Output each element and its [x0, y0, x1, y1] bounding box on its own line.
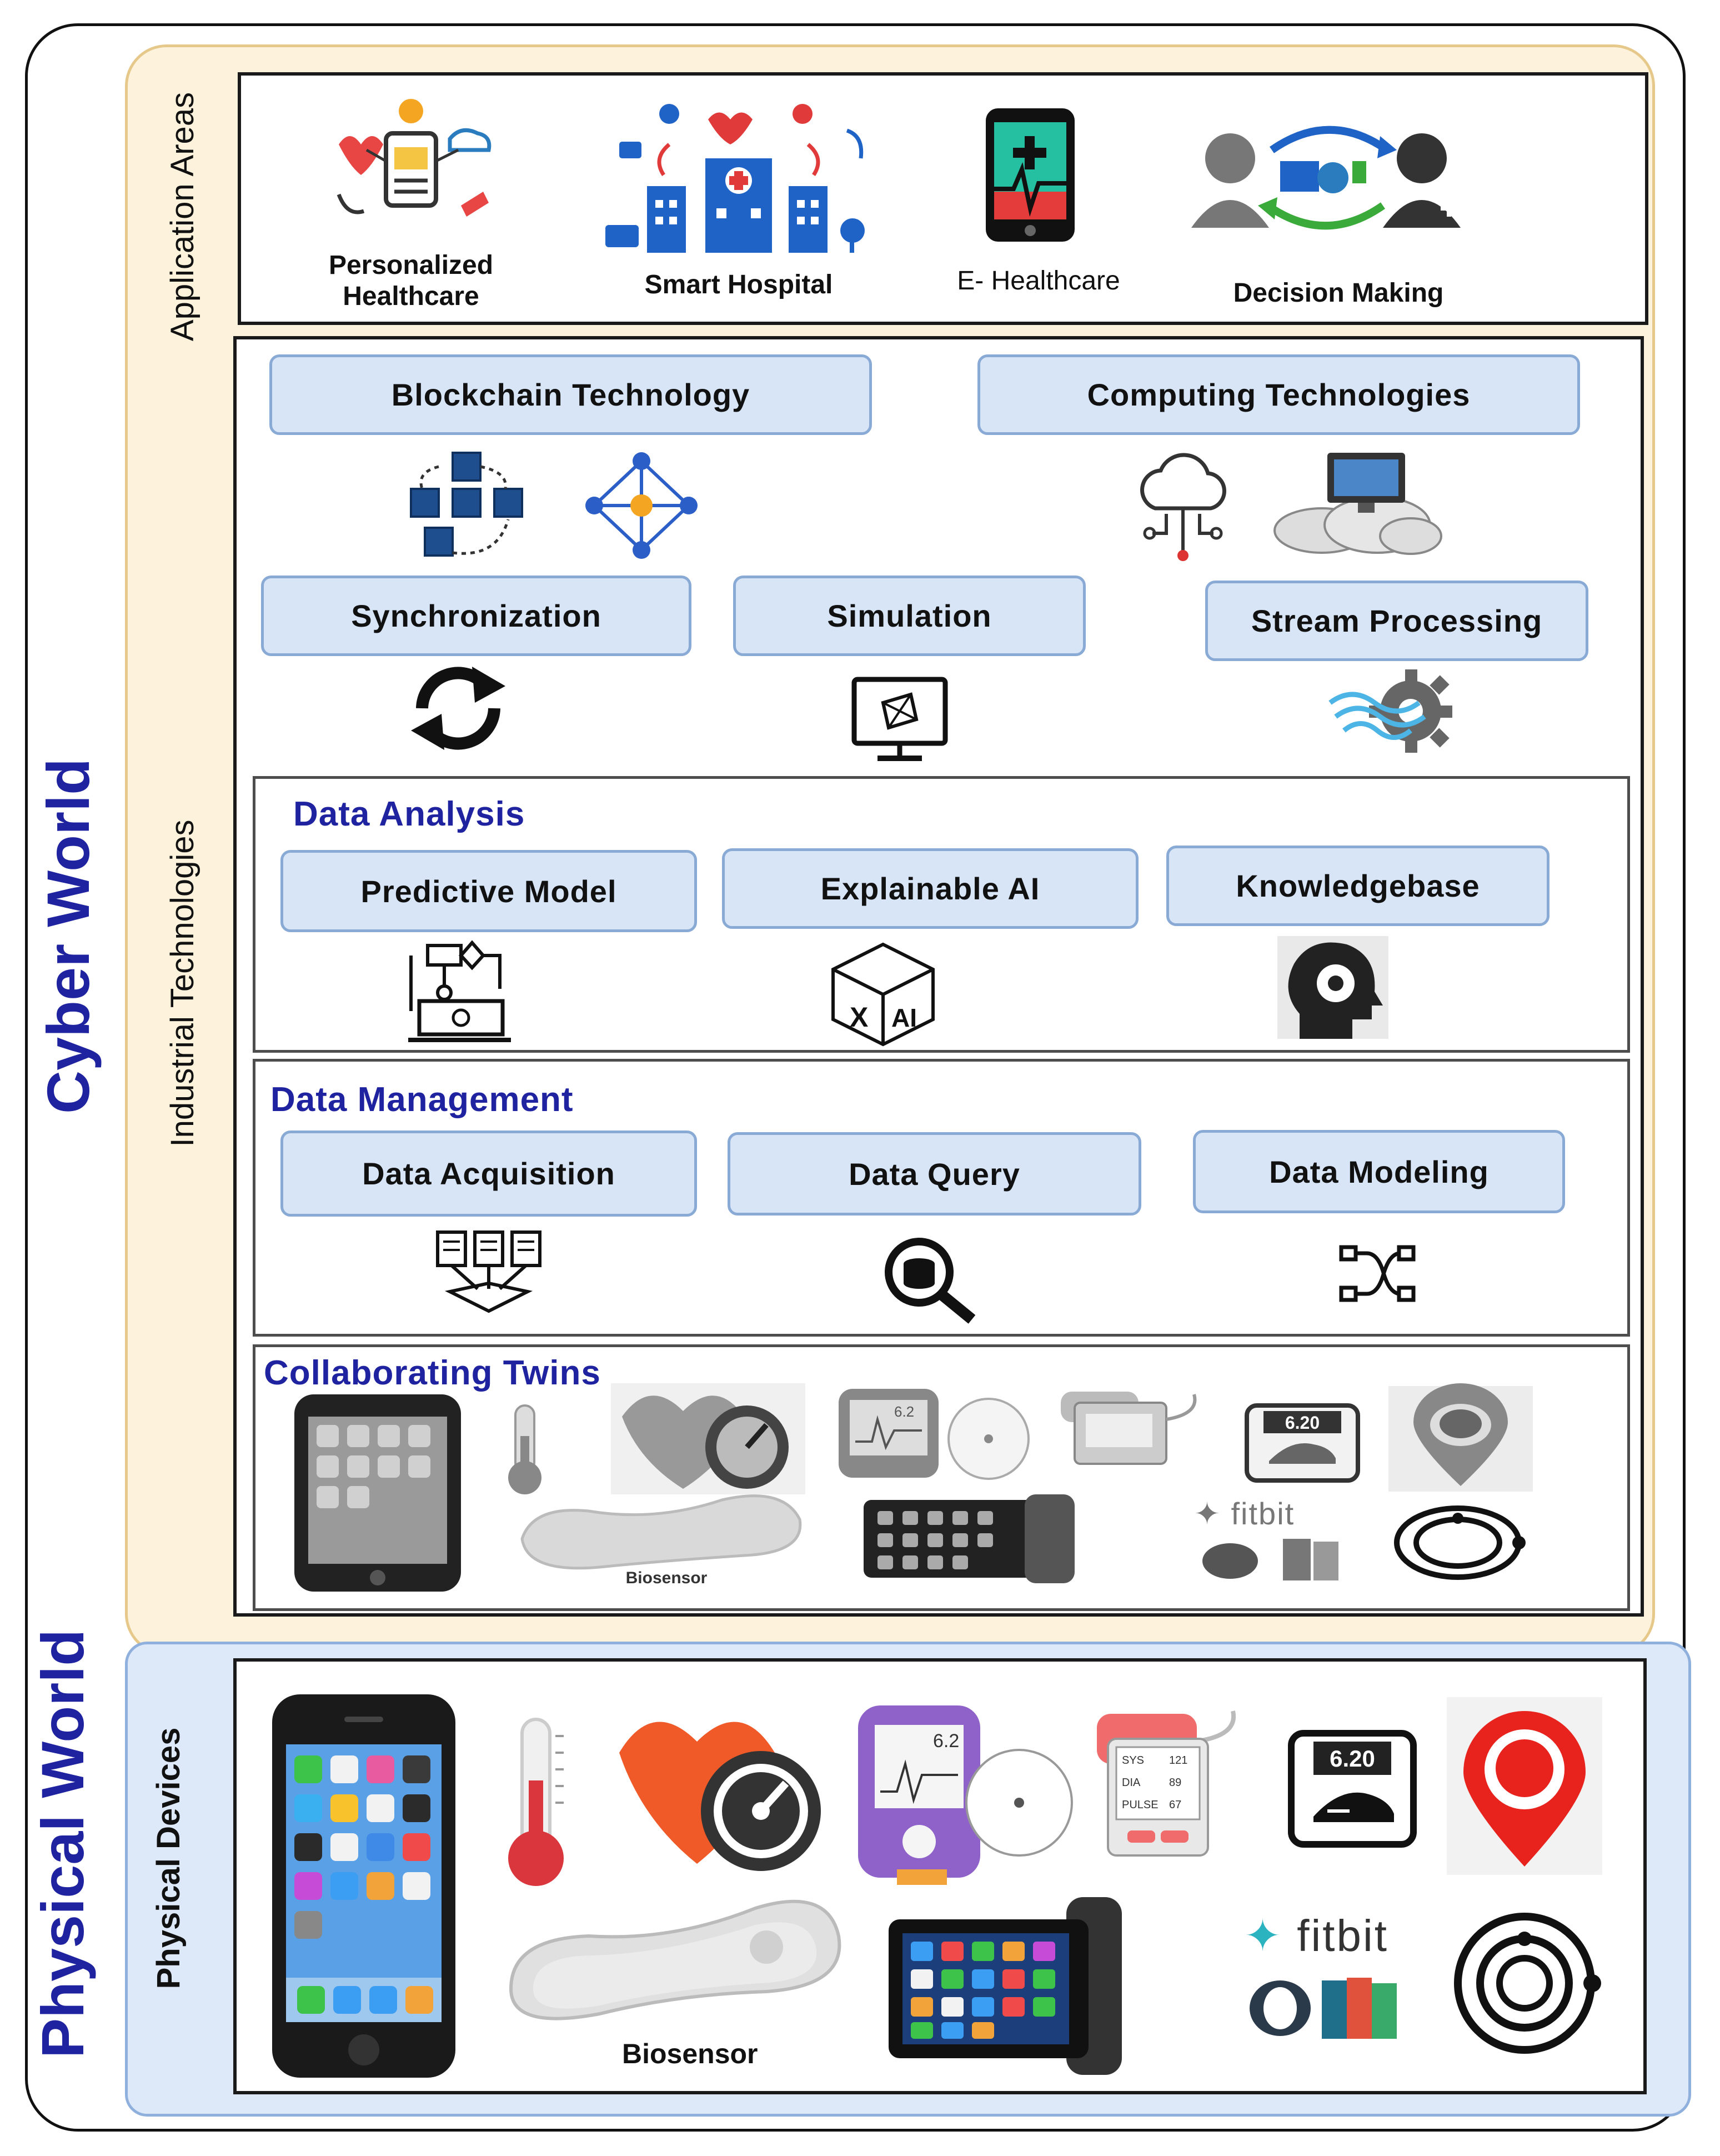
application-areas-box	[238, 72, 1648, 325]
step-counter-icon: 6.20	[1288, 1730, 1417, 1848]
mobile-health-icon	[986, 108, 1075, 242]
predictive-model-icon	[408, 940, 511, 1042]
twin-step-counter-icon: 6.20	[1245, 1403, 1360, 1483]
twin-fitbit-logo: ✦ fitbit	[1194, 1496, 1295, 1531]
twin-heart-rate-icon	[611, 1383, 805, 1494]
knowledgebase-head-icon	[1277, 936, 1388, 1039]
twin-ecg-reading: 6.2	[894, 1403, 914, 1420]
physical-devices-label: Physical Devices	[151, 1727, 187, 1989]
twin-smartwatch-icon	[864, 1494, 1075, 1583]
bp-label-pulse: PULSE	[1122, 1799, 1159, 1811]
personalized-caption-line2: Healthcare	[343, 282, 479, 311]
data-modeling-button[interactable]: Data Modeling	[1193, 1130, 1565, 1213]
biosensor-patch-icon	[509, 1899, 841, 2020]
blood-pressure-monitor-icon: SYS DIA PULSE 121 89 67	[1097, 1710, 1236, 1857]
smart-hospital-icon	[605, 104, 865, 253]
decision-making-icon	[1191, 126, 1461, 230]
e-healthcare-caption: E- Healthcare	[957, 266, 1120, 296]
bp-value-dia: 89	[1169, 1777, 1181, 1789]
bp-value-sys: 121	[1169, 1754, 1187, 1767]
collaborating-twins-title: Collaborating Twins	[264, 1354, 601, 1392]
bp-label-dia: DIA	[1122, 1777, 1141, 1789]
twin-orbit-icon	[1394, 1505, 1526, 1580]
ecg-monitor-icon: 6.2	[858, 1705, 1073, 1885]
cloud-network-icon	[1140, 453, 1226, 561]
orbit-icon	[1454, 1913, 1601, 2054]
step-reading: 6.20	[1330, 1745, 1375, 1772]
ecg-reading: 6.2	[933, 1730, 959, 1752]
twin-ecg-monitor-icon: 6.2	[839, 1389, 1030, 1480]
biosensor-caption: Biosensor	[622, 2038, 758, 2069]
twin-step-reading: 6.20	[1285, 1413, 1320, 1433]
decision-making-caption: Decision Making	[1233, 278, 1444, 308]
data-analysis-title: Data Analysis	[293, 795, 525, 833]
blockchain-cubes-icon	[410, 452, 523, 557]
network-node-icon	[585, 452, 698, 559]
outer-frame	[25, 23, 1686, 2132]
sync-arrows-icon	[411, 667, 505, 750]
synchronization-button[interactable]: Synchronization	[261, 576, 691, 656]
location-pin-icon	[1447, 1697, 1602, 1875]
heart-rate-gauge-icon	[619, 1722, 821, 1871]
data-management-title: Data Management	[270, 1080, 574, 1119]
physical-world-label: Physical World	[29, 1629, 96, 2058]
explainable-ai-cube-icon: X AI	[831, 942, 935, 1047]
stream-processing-button[interactable]: Stream Processing	[1205, 581, 1588, 661]
twin-fitbit-bands-icon	[1202, 1539, 1338, 1580]
cyber-world-label: Cyber World	[34, 758, 102, 1114]
fitbit-dots-icon: ✦	[1244, 1911, 1283, 1960]
twin-biosensor-caption: Biosensor	[626, 1569, 708, 1587]
industrial-technologies-label: Industrial Technologies	[164, 819, 200, 1147]
twin-fitbit-text: fitbit	[1231, 1496, 1295, 1531]
personalized-caption-line1: Personalized	[328, 251, 494, 280]
simulation-button[interactable]: Simulation	[733, 576, 1086, 656]
data-query-search-icon	[885, 1238, 976, 1324]
data-query-button[interactable]: Data Query	[728, 1132, 1141, 1215]
fitbit-logo: ✦ fitbit	[1244, 1910, 1388, 1962]
knowledgebase-button[interactable]: Knowledgebase	[1166, 846, 1549, 926]
twin-smartphone-icon	[294, 1394, 461, 1592]
smartphone-device-icon	[272, 1694, 455, 2078]
fitbit-bands-icon	[1250, 1978, 1397, 2039]
svg-text:AI: AI	[891, 1003, 917, 1032]
twin-location-pin-icon	[1388, 1383, 1533, 1492]
data-modeling-icon	[1339, 1245, 1416, 1302]
fitbit-text: fitbit	[1297, 1911, 1388, 1960]
data-acquisition-button[interactable]: Data Acquisition	[280, 1130, 697, 1217]
smart-hospital-caption: Smart Hospital	[644, 270, 833, 299]
computing-technologies-button[interactable]: Computing Technologies	[977, 354, 1580, 435]
cloud-computer-icon	[1273, 453, 1442, 555]
blockchain-technology-button[interactable]: Blockchain Technology	[269, 354, 872, 435]
smartwatch-device-icon	[889, 1897, 1122, 2075]
bp-label-sys: SYS	[1122, 1754, 1144, 1767]
explainable-ai-button[interactable]: Explainable AI	[722, 848, 1139, 929]
personalized-healthcare-icon	[337, 99, 492, 217]
personalized-healthcare-caption: Personalized Healthcare	[300, 250, 522, 312]
bp-value-pulse: 67	[1169, 1799, 1181, 1811]
thermometer-icon	[508, 1718, 564, 1886]
twin-bp-monitor-icon	[1061, 1392, 1197, 1465]
data-acquisition-icon	[436, 1230, 541, 1313]
simulation-monitor-icon	[851, 677, 948, 761]
twin-biosensor-icon: Biosensor	[520, 1494, 802, 1587]
svg-text:X: X	[850, 1002, 868, 1033]
stream-processing-gear-icon	[1328, 669, 1452, 753]
twin-thermometer-icon	[508, 1404, 541, 1494]
predictive-model-button[interactable]: Predictive Model	[280, 850, 697, 932]
application-areas-label: Application Areas	[164, 92, 200, 342]
